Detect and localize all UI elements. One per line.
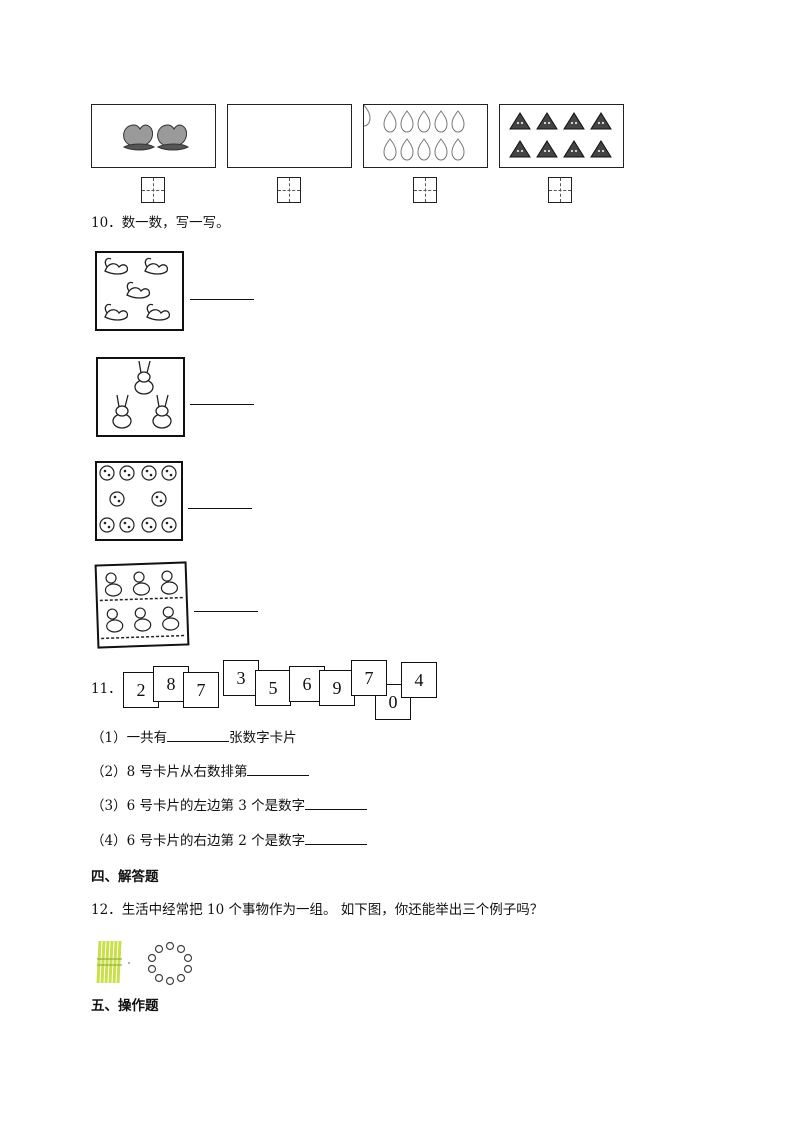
answer-line-ducks[interactable] — [194, 611, 258, 612]
peach-icon — [122, 124, 189, 151]
question-10-title: 10．数一数，写一写。 — [91, 214, 230, 232]
squirrel-icon — [104, 257, 171, 321]
rabbit-icon — [112, 360, 172, 429]
section-heading-5: 五、操作题 — [91, 998, 159, 1014]
number-card: 7 — [351, 660, 387, 696]
answer-grid-box-1[interactable] — [141, 177, 165, 203]
bead-ring-icon — [147, 941, 193, 986]
question-11-number: 11． — [91, 681, 122, 697]
question-11-sub-3: （3）6 号卡片的左边第 3 个是数字 — [91, 797, 368, 815]
question-11-sub-2: （2）8 号卡片从右数排第 — [91, 763, 310, 781]
answer-blank[interactable] — [305, 832, 368, 845]
answer-line-ladybugs[interactable] — [188, 508, 252, 509]
answer-line-rabbits[interactable] — [190, 404, 254, 405]
question-number: 12． — [91, 902, 122, 918]
pear-icon — [364, 105, 465, 161]
answer-grid-box-2[interactable] — [277, 177, 301, 203]
picture-squirrels — [95, 251, 184, 331]
picture-box-empty — [227, 104, 352, 168]
number-card: 5 — [255, 670, 291, 706]
picture-rabbits — [96, 357, 185, 437]
question-prompt: 生活中经常把 10 个事物作为一组。 如下图，你还能举出三个例子吗？ — [121, 902, 544, 918]
answer-line-squirrels[interactable] — [190, 299, 254, 300]
picture-ladybugs — [95, 461, 183, 541]
question-11-sub-4: （4）6 号卡片的右边第 2 个是数字 — [91, 832, 368, 850]
number-card: 3 — [223, 660, 259, 696]
answer-grid-box-3[interactable] — [413, 177, 437, 203]
question-11-sub-1: （1）一共有张数字卡片 — [91, 729, 297, 746]
picture-ducks — [94, 561, 190, 649]
ladybug-icon — [99, 465, 177, 533]
answer-blank[interactable] — [247, 763, 310, 776]
watermelon-icon — [509, 112, 612, 158]
number-card: 4 — [401, 662, 437, 698]
section-heading-4: 四、解答题 — [91, 869, 159, 885]
question-prompt: 数一数，写一写。 — [121, 215, 230, 231]
picture-box-pears — [363, 104, 488, 168]
question-number: 10． — [91, 215, 122, 231]
answer-blank[interactable] — [305, 797, 368, 810]
question-12-title: 12．生活中经常把 10 个事物作为一组。 如下图，你还能举出三个例子吗？ — [91, 901, 543, 919]
answer-grid-box-4[interactable] — [548, 177, 572, 203]
number-card: 7 — [183, 672, 219, 708]
duck-icon — [99, 570, 186, 640]
number-card: 9 — [319, 670, 355, 706]
picture-box-peaches — [91, 104, 216, 168]
picture-box-watermelons — [499, 104, 624, 168]
answer-blank[interactable] — [167, 729, 230, 742]
stick-bundle-icon — [96, 940, 130, 984]
